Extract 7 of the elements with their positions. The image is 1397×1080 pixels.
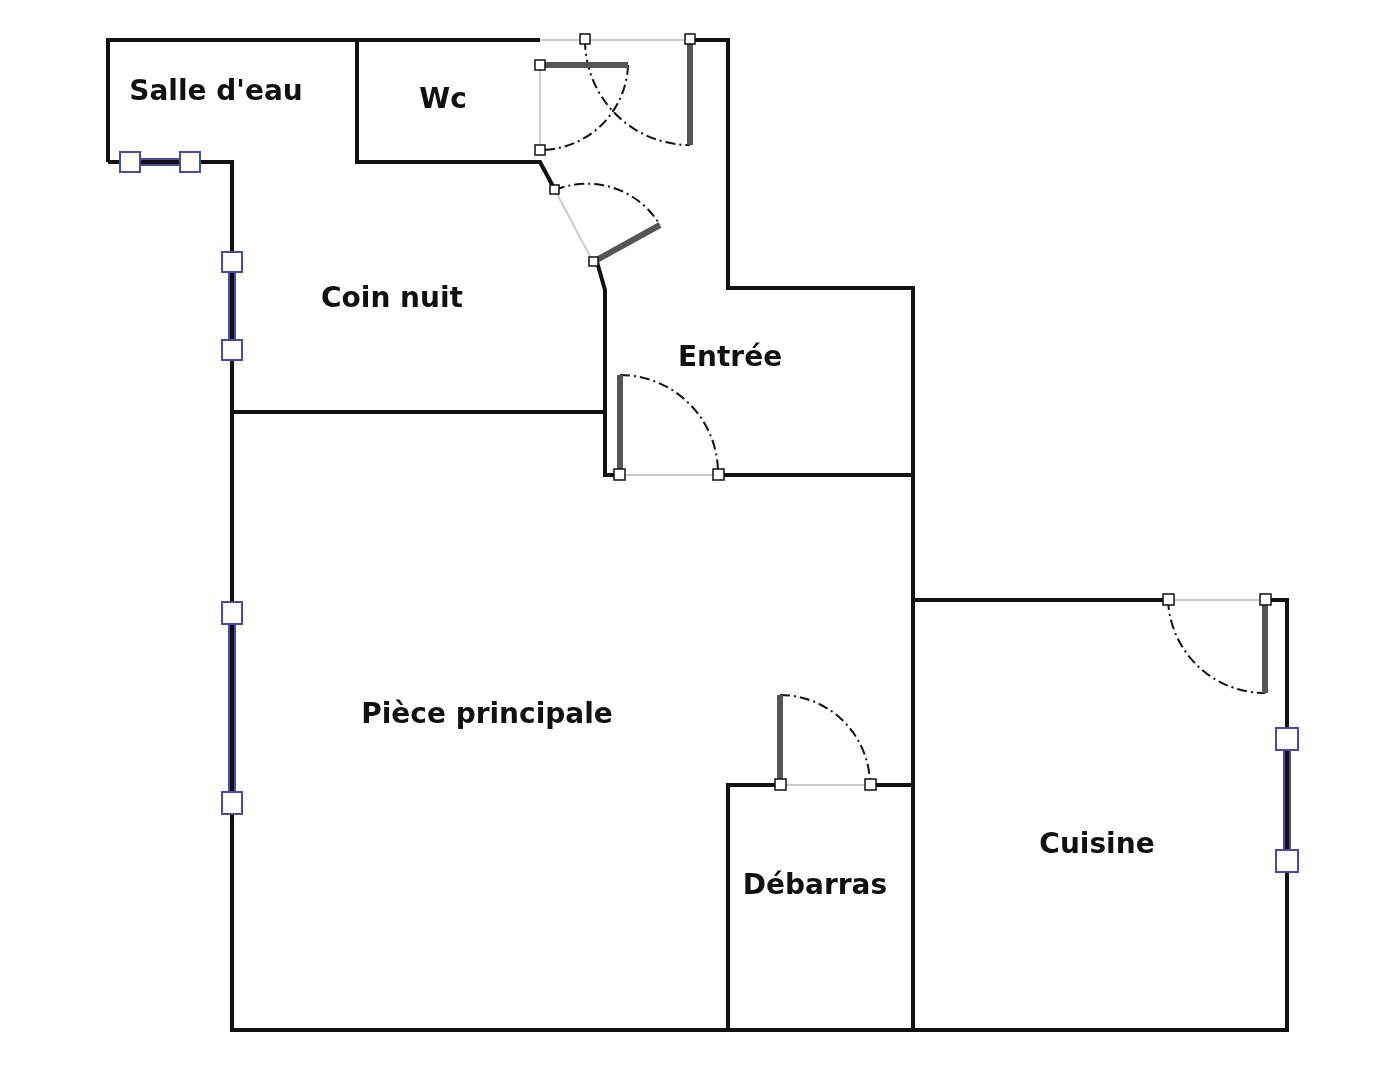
- room-label: Wc: [419, 81, 467, 115]
- room-label: Cuisine: [1039, 826, 1155, 860]
- room-label: Débarras: [742, 867, 888, 901]
- room-label: Salle d'eau: [129, 73, 303, 107]
- room-label: Coin nuit: [321, 280, 463, 314]
- room-label: Entrée: [677, 339, 783, 373]
- room-label: Pièce principale: [361, 696, 613, 730]
